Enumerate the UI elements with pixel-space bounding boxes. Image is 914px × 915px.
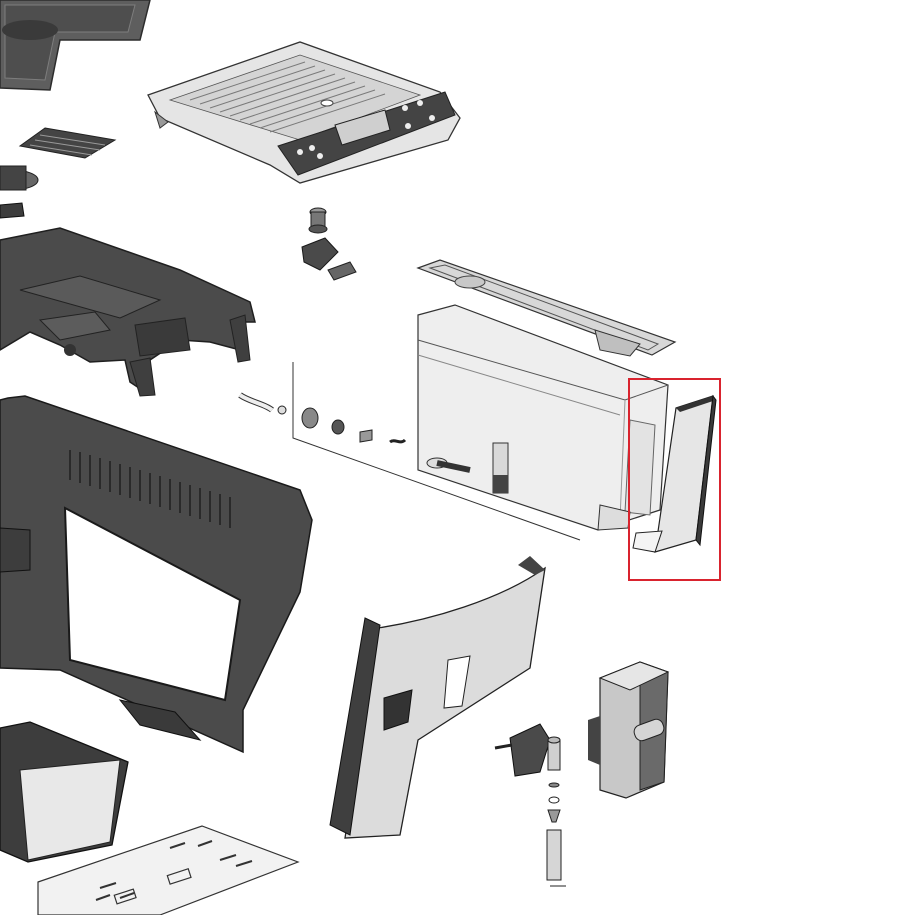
highlight-frame <box>628 378 721 581</box>
brew-unit[interactable] <box>588 661 670 799</box>
water-tank-side-cover[interactable] <box>628 378 721 581</box>
drip-grid-top-left[interactable] <box>0 0 151 91</box>
internal-frame[interactable] <box>0 227 256 397</box>
grounds-drawer[interactable] <box>0 721 129 863</box>
top-cover-control-panel[interactable] <box>147 41 461 184</box>
side-panel[interactable] <box>0 395 313 754</box>
water-tank[interactable] <box>417 304 669 531</box>
knob-valve-assembly[interactable] <box>301 207 357 281</box>
tank-lid[interactable] <box>416 259 677 357</box>
steam-nozzle[interactable] <box>546 736 566 887</box>
dispenser-connector[interactable] <box>494 723 551 777</box>
spout-assembly[interactable] <box>0 165 39 219</box>
cup-warmer-grille[interactable] <box>18 127 117 159</box>
drip-tray-grid[interactable] <box>37 825 300 915</box>
small-fittings-set[interactable] <box>238 362 581 541</box>
front-door[interactable] <box>329 556 546 839</box>
